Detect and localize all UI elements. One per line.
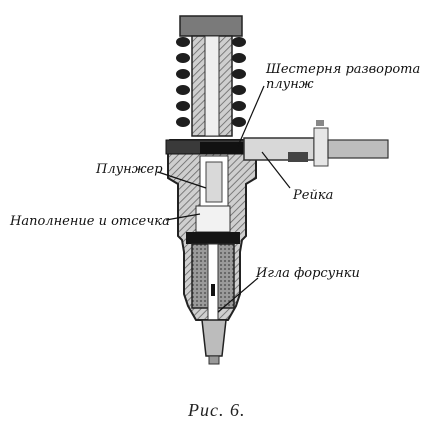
top-cap bbox=[179, 15, 243, 37]
return-spring bbox=[176, 37, 246, 127]
needle-marker bbox=[211, 284, 215, 296]
nozzle-end bbox=[208, 355, 220, 365]
control-rack bbox=[243, 120, 389, 167]
label-fill-cutoff: Наполнение и отсечка bbox=[10, 214, 170, 229]
label-gear: Шестерня разворота плунж bbox=[266, 62, 420, 92]
label-rack: Рейка bbox=[293, 188, 334, 203]
tappet-stem bbox=[204, 35, 220, 137]
label-plunger: Плунжер bbox=[96, 162, 163, 177]
fill-cutoff-chamber bbox=[195, 205, 231, 233]
plunger bbox=[205, 161, 223, 203]
label-needle: Игла форсунки bbox=[256, 266, 360, 281]
nozzle-tip bbox=[201, 319, 227, 357]
label-gear-line1: Шестерня разворота bbox=[266, 62, 421, 77]
label-gear-line2: плунж bbox=[266, 77, 314, 92]
gear-ring bbox=[200, 142, 244, 154]
leader-lines bbox=[157, 85, 291, 313]
valve-disk bbox=[186, 232, 240, 244]
figure-caption: Рис. 6. bbox=[188, 400, 246, 420]
